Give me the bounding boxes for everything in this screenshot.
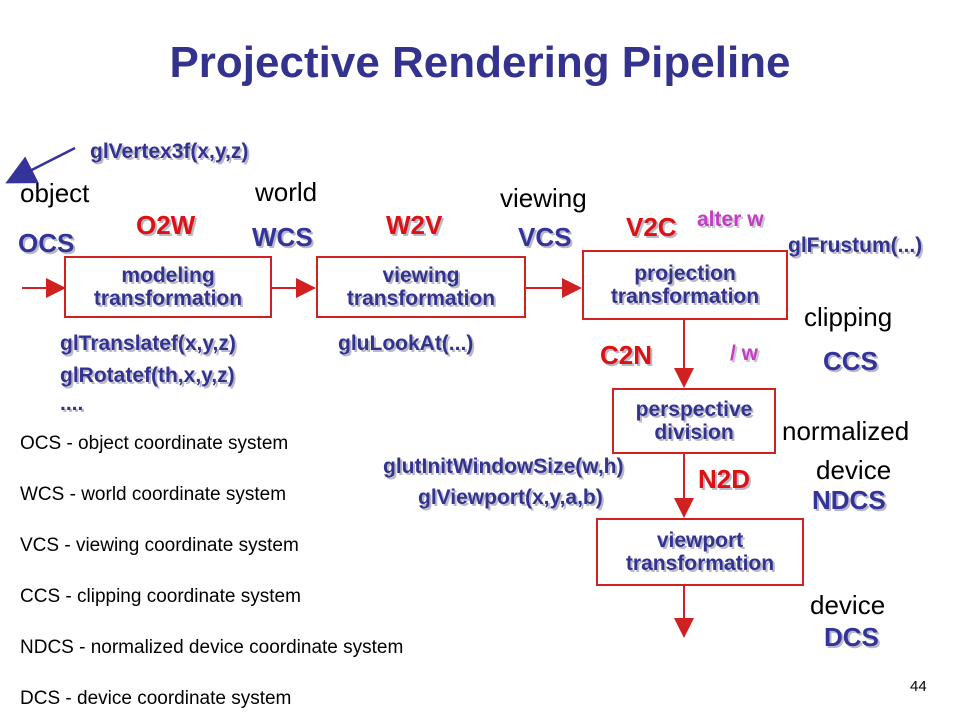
box-viewport-line2: transformation xyxy=(625,552,775,575)
box-viewing-transformation: viewing transformation xyxy=(316,256,526,318)
stage-viewing-abbr: VCS xyxy=(518,222,572,252)
stage-world-label: world xyxy=(255,177,318,207)
stage-device-abbr: DCS xyxy=(824,622,879,652)
api-viewport: glViewport(x,y,a,b) xyxy=(418,486,603,509)
legend-item-dcs: DCS - device coordinate system xyxy=(20,688,292,709)
stage-normalized-label-line2: device xyxy=(816,455,892,485)
stage-viewing-label: viewing xyxy=(500,183,587,213)
api-translate: glTranslatef(x,y,z) xyxy=(60,332,236,355)
stage-normalized-abbr: NDCS xyxy=(812,485,886,515)
box-modeling-line1: modeling xyxy=(121,263,215,287)
box-viewport-transformation: viewport transformation xyxy=(596,518,804,586)
transition-o2w: O2W xyxy=(136,210,196,240)
box-projection-transformation: projection transformation xyxy=(582,250,788,320)
stage-object-abbr: OCS xyxy=(18,228,75,258)
box-projection-line2: transformation xyxy=(610,285,760,308)
api-window-size: glutInitWindowSize(w,h) xyxy=(383,455,624,478)
api-ellipsis: .... xyxy=(60,392,84,415)
note-divide-w: / w xyxy=(730,342,759,365)
legend-item-ccs: CCS - clipping coordinate system xyxy=(20,586,301,607)
box-perspective-line1: perspective xyxy=(635,397,753,421)
stage-clipping-abbr: CCS xyxy=(823,346,878,376)
stage-clipping-label: clipping xyxy=(804,302,893,332)
box-viewport-line1: viewport xyxy=(656,528,744,552)
box-viewing-line1: viewing xyxy=(382,263,460,287)
stage-device-label: device xyxy=(810,590,886,620)
api-rotate: glRotatef(th,x,y,z) xyxy=(60,364,235,387)
box-projection-line1: projection xyxy=(634,261,736,285)
api-frustum: glFrustum(...) xyxy=(788,234,923,257)
legend-item-wcs: WCS - world coordinate system xyxy=(20,484,287,505)
note-alter-w: alter w xyxy=(697,208,764,231)
transition-n2d: N2D xyxy=(698,464,751,494)
vertex-pointer-arrow xyxy=(5,146,76,184)
transition-v2c: V2C xyxy=(626,212,677,242)
legend-item-vcs: VCS - viewing coordinate system xyxy=(20,535,299,556)
box-viewing-line2: transformation xyxy=(346,287,496,310)
api-lookat: gluLookAt(...) xyxy=(338,332,474,355)
legend-item-ocs: OCS - object coordinate system xyxy=(20,433,289,454)
box-modeling-line2: transformation xyxy=(93,287,243,310)
transition-c2n: C2N xyxy=(600,340,653,370)
box-modeling-transformation: modeling transformation xyxy=(64,256,272,318)
stage-world-abbr: WCS xyxy=(252,222,313,252)
box-perspective-line2: division xyxy=(654,421,734,444)
stage-normalized-label-line1: normalized xyxy=(782,416,910,446)
transition-w2v: W2V xyxy=(386,210,443,240)
box-perspective-division: perspective division xyxy=(612,388,776,454)
gl-vertex-call: glVertex3f(x,y,z) xyxy=(90,140,249,163)
stage-object-label: object xyxy=(20,178,90,208)
legend-item-ndcs: NDCS - normalized device coordinate syst… xyxy=(20,637,404,658)
page-number: 44 xyxy=(910,678,927,695)
slide-title: Projective Rendering Pipeline xyxy=(169,38,791,87)
